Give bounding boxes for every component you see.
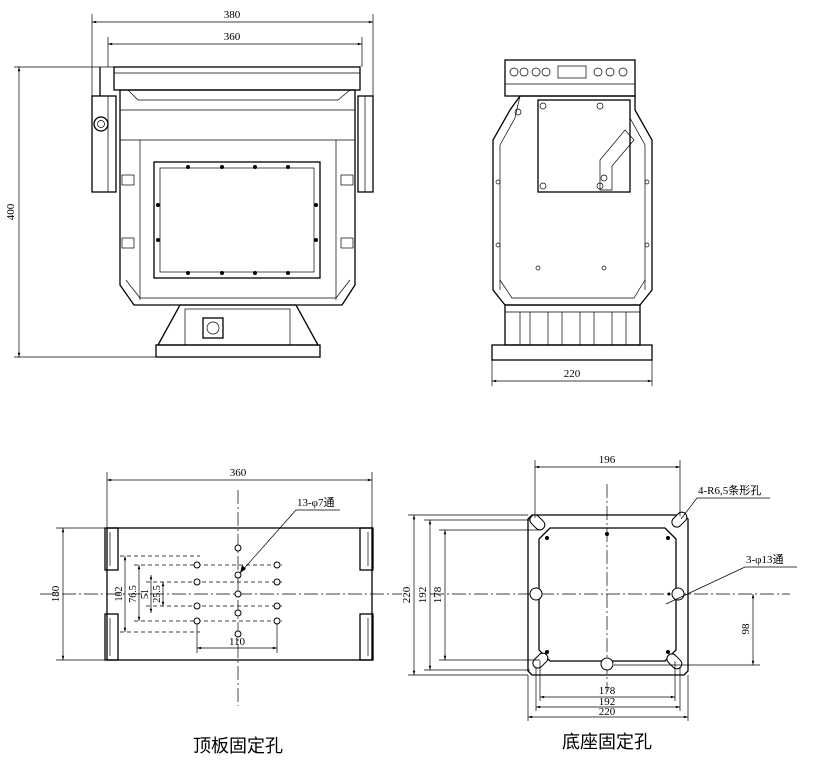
dim-label-v-mid: 192 [417, 587, 429, 604]
dim-label-h-mid: 192 [599, 696, 616, 708]
left-arm [91, 67, 117, 193]
dim-label-plate-depth: 180 [50, 585, 62, 602]
dim-label-row-span-3: 76.5 [128, 585, 139, 603]
side-housing-bottom [499, 279, 646, 299]
side-view: 220 [491, 59, 653, 386]
top-plate-caption: 顶板固定孔 [193, 736, 283, 757]
side-tab [121, 174, 135, 186]
base-plate-view: 196 4-R6,5条形孔 3-φ13通 220 192 178 98 178 … [401, 454, 797, 753]
base-inner-flange [538, 527, 677, 662]
dim-label-overall-width: 380 [224, 9, 241, 21]
right-arm [357, 95, 374, 193]
slot-note-leader [680, 497, 770, 520]
front-cover-panel [153, 161, 321, 279]
flange-bolts [545, 532, 671, 654]
mounting-holes [193, 544, 281, 638]
top-plate-view: 360 180 102 76.5 51 25.5 [40, 467, 402, 757]
pedestal [155, 304, 321, 358]
hole-note-leader [239, 509, 340, 574]
dim-label-plate-width: 360 [230, 467, 247, 479]
side-housing [492, 95, 653, 306]
dim-label-column-span: 110 [229, 636, 246, 648]
main-housing [119, 89, 356, 306]
side-cover-panel [495, 99, 650, 271]
base-plate-caption: 底座固定孔 [562, 732, 652, 753]
dim-label-h-inner: 178 [599, 685, 616, 697]
hole-note-leader [665, 566, 797, 605]
hole-note: 3-φ13通 [746, 553, 784, 566]
hole-note: 13-φ7通 [297, 496, 335, 509]
slot-note: 4-R6,5条形孔 [698, 483, 761, 497]
side-tab [121, 237, 135, 249]
side-tab [340, 237, 354, 249]
dim-label-v-inner: 178 [432, 586, 444, 603]
dim-label-hole-offset: 98 [740, 623, 752, 635]
dim-label-h-outer: 220 [599, 706, 616, 718]
dim-label-row-span-2: 51 [140, 589, 151, 599]
top-crossbar [113, 66, 361, 91]
tilt-knob-icon [93, 116, 109, 132]
dim-label-frame-width: 360 [224, 31, 241, 43]
plate-tabs [104, 527, 374, 661]
dim-label-v-outer: 220 [401, 586, 413, 603]
side-top-header [504, 59, 636, 97]
dim-label-slot-spacing: 196 [599, 454, 616, 466]
side-base [491, 304, 653, 361]
dim-label-height: 400 [5, 203, 17, 220]
side-housing-edge [499, 95, 521, 290]
side-housing-edge [629, 117, 646, 290]
dim-label-base-width: 220 [564, 368, 581, 380]
dim-label-row-span-outer: 102 [114, 587, 125, 602]
housing-bottom-edge [125, 279, 351, 299]
base-plate-outline [527, 514, 689, 676]
dim-label-row-span-1: 25.5 [152, 585, 163, 603]
side-tab [340, 174, 354, 186]
connector-icon [202, 317, 224, 339]
housing-step [127, 89, 351, 101]
front-view: 380 360 400 [5, 9, 374, 358]
